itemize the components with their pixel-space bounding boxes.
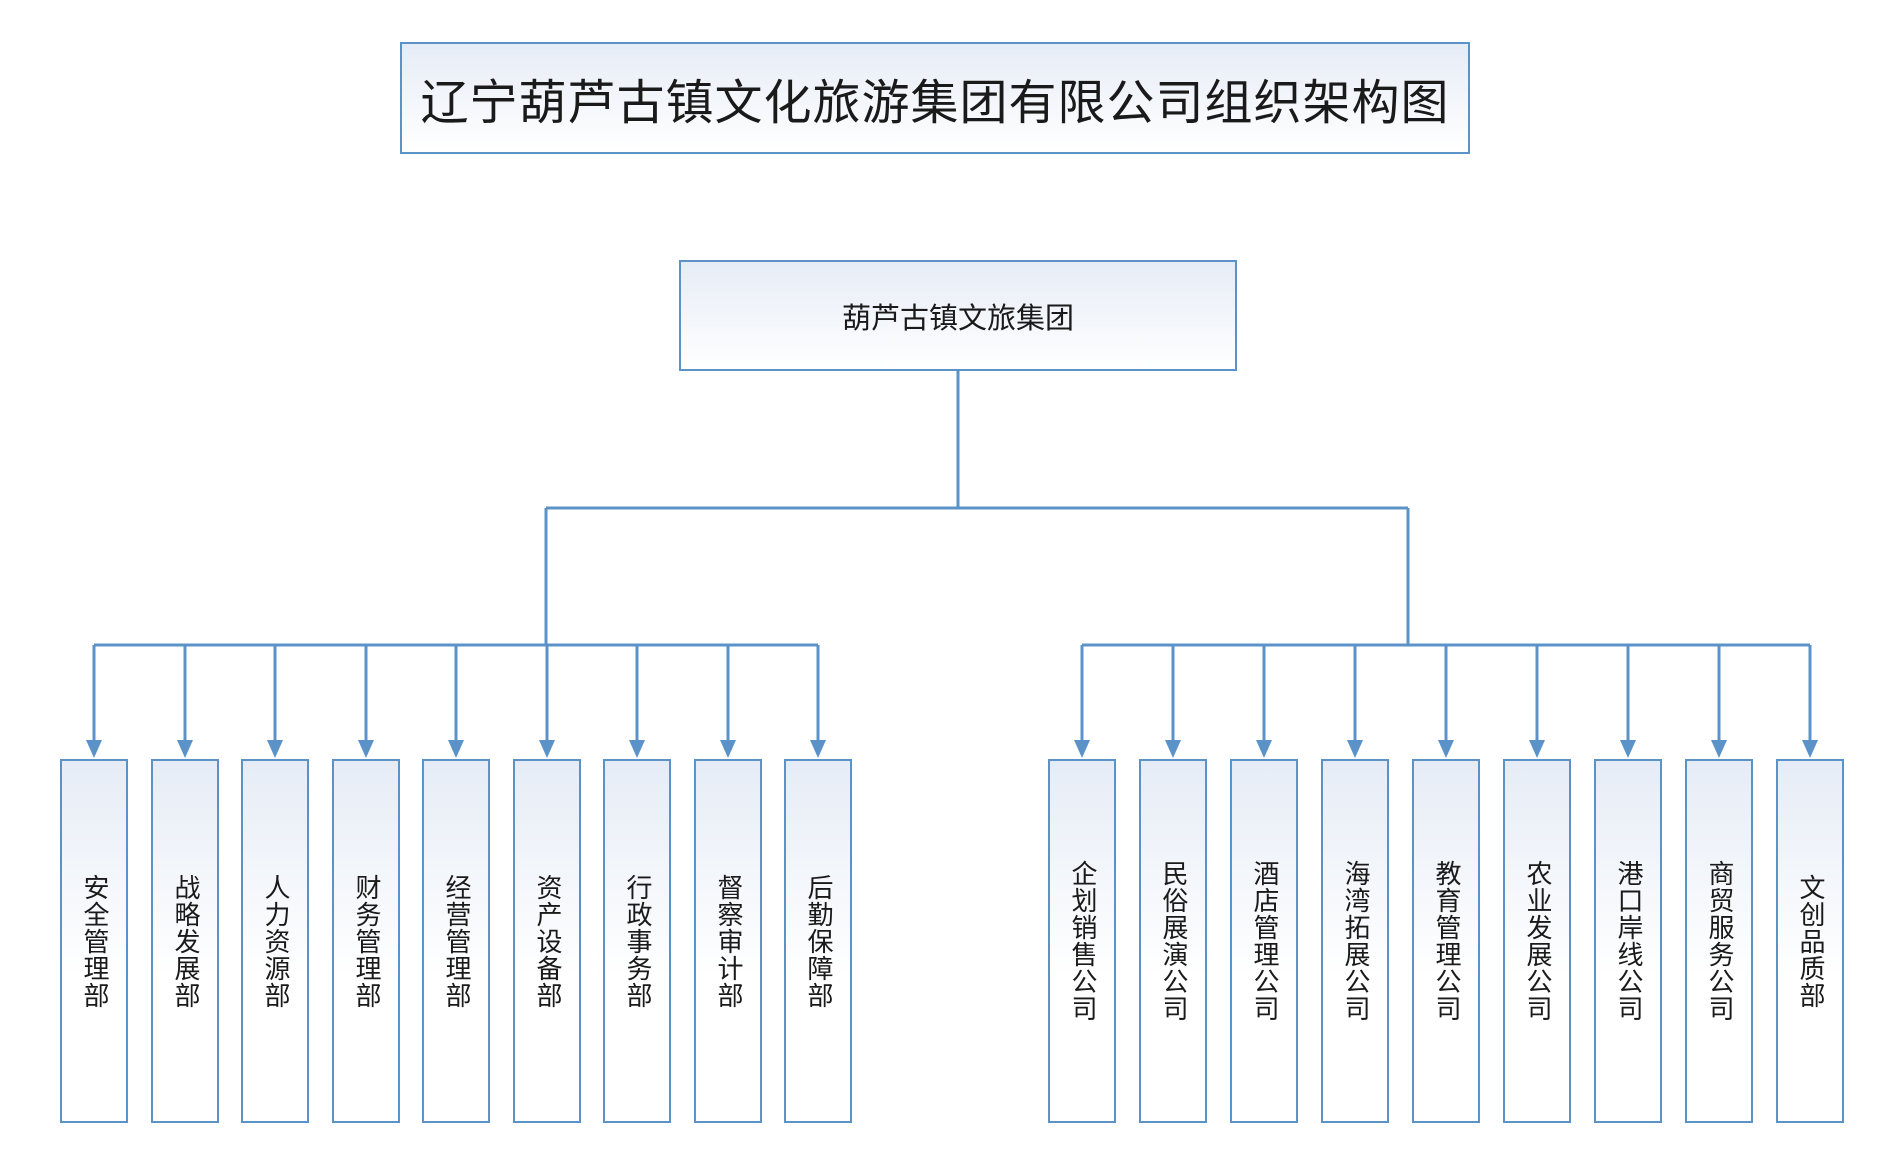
company-node[interactable]: 海湾拓展公司 xyxy=(1321,759,1389,1123)
company-node-label: 海湾拓展公司 xyxy=(1340,860,1370,1022)
company-arrow xyxy=(1256,740,1272,758)
department-node-label: 后勤保障部 xyxy=(803,873,833,1009)
department-arrow xyxy=(720,740,736,758)
company-node[interactable]: 民俗展演公司 xyxy=(1139,759,1207,1123)
department-node[interactable]: 后勤保障部 xyxy=(784,759,852,1123)
company-node-label: 文创品质部 xyxy=(1795,873,1825,1009)
company-arrow xyxy=(1438,740,1454,758)
department-node[interactable]: 战略发展部 xyxy=(151,759,219,1123)
company-node-label: 民俗展演公司 xyxy=(1158,860,1188,1022)
department-arrow xyxy=(177,740,193,758)
department-arrow xyxy=(358,740,374,758)
department-node[interactable]: 财务管理部 xyxy=(332,759,400,1123)
department-arrow xyxy=(267,740,283,758)
company-node-label: 农业发展公司 xyxy=(1522,860,1552,1022)
company-node-label: 酒店管理公司 xyxy=(1249,860,1279,1022)
department-node-label: 行政事务部 xyxy=(622,873,652,1009)
diagram-title: 辽宁葫芦古镇文化旅游集团有限公司组织架构图 xyxy=(420,75,1450,131)
department-node-label: 资产设备部 xyxy=(532,873,562,1009)
root-node[interactable]: 葫芦古镇文旅集团 xyxy=(679,260,1237,371)
diagram-title-box: 辽宁葫芦古镇文化旅游集团有限公司组织架构图 xyxy=(400,42,1470,154)
company-arrow xyxy=(1347,740,1363,758)
root-node-label: 葫芦古镇文旅集团 xyxy=(841,300,1074,335)
department-node[interactable]: 经营管理部 xyxy=(422,759,490,1123)
department-arrow xyxy=(448,740,464,758)
company-node[interactable]: 文创品质部 xyxy=(1776,759,1844,1123)
department-arrow xyxy=(810,740,826,758)
company-node[interactable]: 商贸服务公司 xyxy=(1685,759,1753,1123)
department-node[interactable]: 督察审计部 xyxy=(694,759,762,1123)
department-node-label: 人力资源部 xyxy=(260,873,290,1009)
department-arrow xyxy=(629,740,645,758)
company-node-label: 商贸服务公司 xyxy=(1704,860,1734,1022)
company-node-label: 企划销售公司 xyxy=(1067,860,1097,1022)
department-node-label: 安全管理部 xyxy=(79,873,109,1009)
company-arrow xyxy=(1074,740,1090,758)
company-node[interactable]: 企划销售公司 xyxy=(1048,759,1116,1123)
company-node[interactable]: 港口岸线公司 xyxy=(1594,759,1662,1123)
company-node[interactable]: 酒店管理公司 xyxy=(1230,759,1298,1123)
company-node-label: 港口岸线公司 xyxy=(1613,860,1643,1022)
department-arrow xyxy=(539,740,555,758)
company-arrow xyxy=(1620,740,1636,758)
company-arrow xyxy=(1529,740,1545,758)
company-node[interactable]: 教育管理公司 xyxy=(1412,759,1480,1123)
company-node[interactable]: 农业发展公司 xyxy=(1503,759,1571,1123)
department-node[interactable]: 安全管理部 xyxy=(60,759,128,1123)
department-arrow xyxy=(86,740,102,758)
company-node-label: 教育管理公司 xyxy=(1431,860,1461,1022)
department-node-label: 经营管理部 xyxy=(441,873,471,1009)
department-node-label: 战略发展部 xyxy=(170,873,200,1009)
department-node[interactable]: 人力资源部 xyxy=(241,759,309,1123)
department-node-label: 督察审计部 xyxy=(713,873,743,1009)
department-node[interactable]: 行政事务部 xyxy=(603,759,671,1123)
department-node[interactable]: 资产设备部 xyxy=(513,759,581,1123)
company-arrow xyxy=(1711,740,1727,758)
company-arrow xyxy=(1802,740,1818,758)
department-node-label: 财务管理部 xyxy=(351,873,381,1009)
company-arrow xyxy=(1165,740,1181,758)
